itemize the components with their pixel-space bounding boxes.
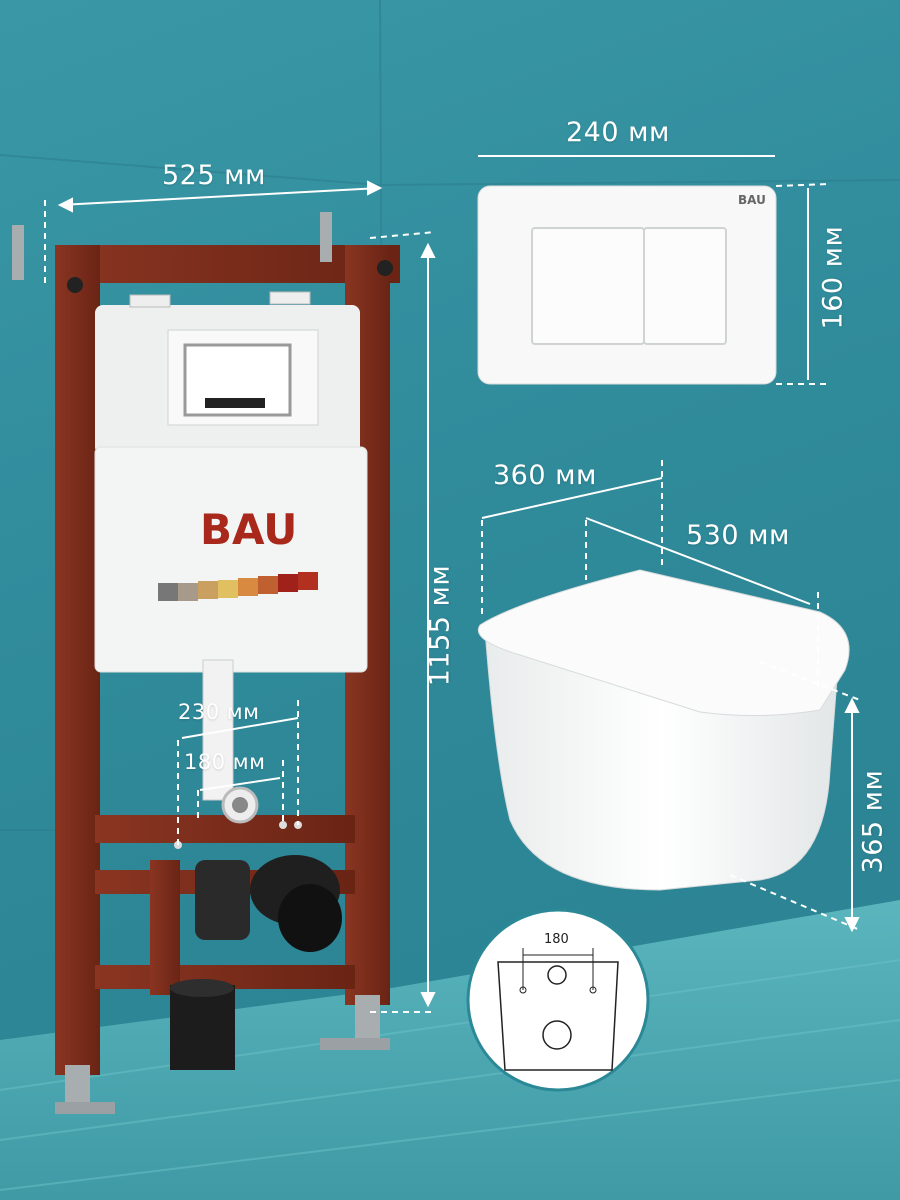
plate-height-label: 160 мм (817, 225, 849, 330)
outlet-230-label: 230 мм (178, 700, 260, 724)
mounting-inset (466, 908, 650, 1092)
toilet-bowl (477, 569, 850, 891)
color-swatch-strip (158, 572, 318, 601)
drain-assembly (170, 659, 342, 1070)
flush-plate-logo: BAU (738, 193, 766, 207)
dimension-lines (57, 155, 860, 1008)
frame-height-label: 1155 мм (424, 564, 456, 687)
frame-width-label: 525 мм (162, 160, 266, 191)
dimension-guides (44, 183, 861, 1013)
plate-width-label: 240 мм (566, 117, 670, 148)
floor (0, 900, 900, 1200)
cistern (94, 291, 368, 673)
outlet-180-label: 180 мм (184, 750, 266, 774)
floor-planks (0, 959, 900, 1191)
cistern-logo: BAU (200, 505, 298, 554)
flush-plate (477, 185, 777, 385)
inset-180-label: 180 (544, 932, 569, 947)
bowl-depth-label: 530 мм (686, 520, 790, 551)
bowl-width-label: 360 мм (493, 460, 597, 491)
bowl-height-label: 365 мм (857, 769, 889, 874)
